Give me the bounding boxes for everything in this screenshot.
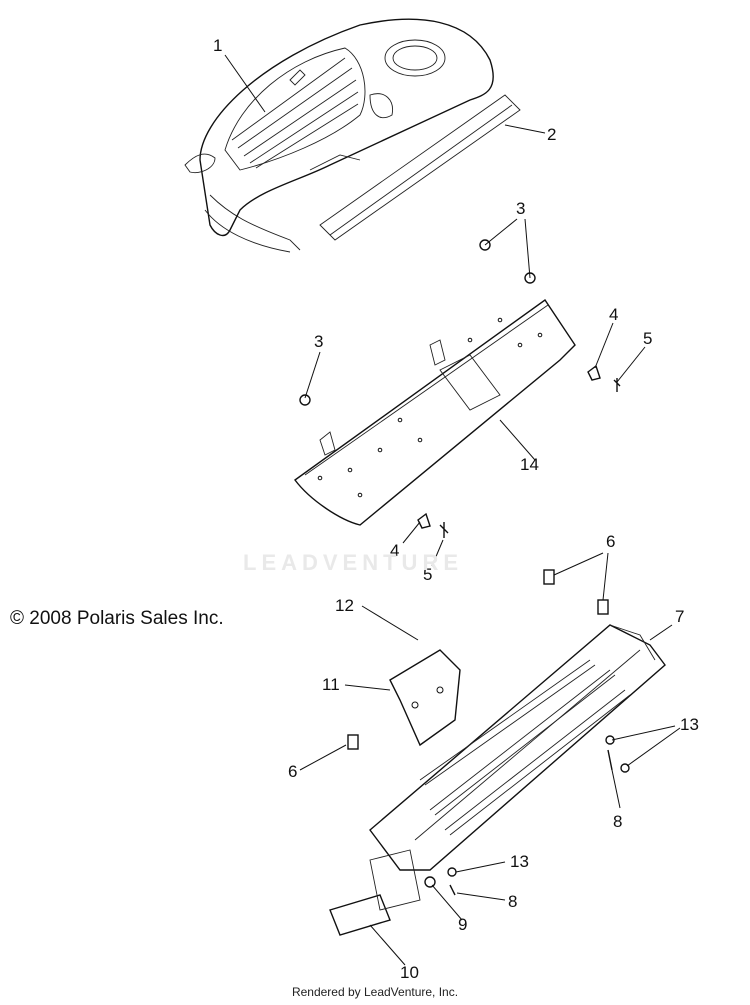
part-10-bracket <box>329 849 421 936</box>
callout-8: 8 <box>613 812 622 831</box>
part-8-pins <box>449 749 613 896</box>
callout-11: 11 <box>322 675 340 694</box>
part-3-nuts <box>299 239 536 406</box>
leader-lines <box>224 54 681 966</box>
callout-1: 1 <box>213 36 222 55</box>
callout-7: 7 <box>675 607 684 626</box>
callout-5: 5 <box>643 329 652 348</box>
part-14-panel <box>294 299 576 526</box>
callout-9: 9 <box>458 915 467 934</box>
part-1-hood <box>184 18 494 253</box>
callout-6: 6 <box>288 762 297 781</box>
part-9-nut <box>424 876 436 888</box>
part-2-decal <box>319 94 521 241</box>
callout-10: 10 <box>400 963 419 982</box>
callout-4: 4 <box>609 305 618 324</box>
callout-14: 14 <box>520 455 539 474</box>
part-7-tray <box>369 624 666 871</box>
copyright-text: © 2008 Polaris Sales Inc. <box>10 608 224 629</box>
callout-3: 3 <box>516 199 525 218</box>
callout-6: 6 <box>606 532 615 551</box>
footer-credit: Rendered by LeadVenture, Inc. <box>291 985 459 999</box>
part-4-clips <box>417 364 601 529</box>
callout-numbers: 1 2 3 3 4 5 14 4 5 6 7 12 11 13 6 8 13 8… <box>213 36 699 982</box>
callout-2: 2 <box>547 125 556 144</box>
callout-3: 3 <box>314 332 323 351</box>
part-6-spacers <box>347 569 609 750</box>
part-11-bracket <box>389 649 461 747</box>
callout-12: 12 <box>335 596 354 615</box>
callout-8: 8 <box>508 892 517 911</box>
callout-13: 13 <box>680 715 699 734</box>
watermark: LEADVENTURE <box>243 550 464 575</box>
callout-5: 5 <box>423 565 432 584</box>
callout-4: 4 <box>390 541 399 560</box>
callout-13: 13 <box>510 852 529 871</box>
part-5-screws <box>439 378 621 538</box>
